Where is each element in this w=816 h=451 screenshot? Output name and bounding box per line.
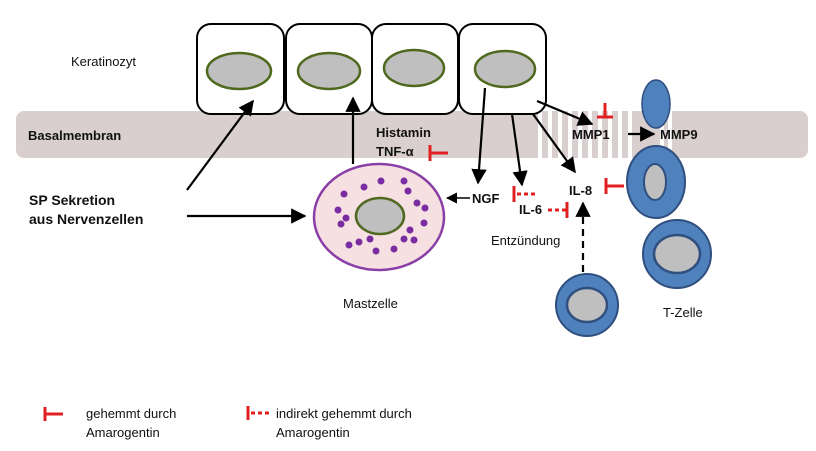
- sp-secretion-label-line1: SP Sekretion: [29, 192, 115, 208]
- legend-indirect-symbol: [246, 406, 269, 420]
- keratinocyte-cell: [285, 23, 373, 115]
- mast-cell-label: Mastzelle: [343, 296, 398, 311]
- inhibition-mmp1: [597, 103, 613, 119]
- legend-inhibition-symbol: [43, 407, 63, 421]
- il6-label: IL-6: [519, 202, 542, 217]
- mast-cell: [312, 162, 446, 272]
- membrane-gap: [538, 111, 672, 158]
- legend: gehemmt durch Amarogentin indirekt gehem…: [43, 406, 412, 440]
- il8-label: IL-8: [569, 183, 592, 198]
- legend-inhibited-line2: Amarogentin: [86, 425, 160, 440]
- arrow-sp-to-keratinocyte: [186, 99, 254, 191]
- mmp9-label: MMP9: [660, 127, 698, 142]
- mast-cell-granules: [334, 177, 429, 255]
- legend-inhibited-line1: gehemmt durch: [86, 406, 176, 421]
- inflammation-label: Entzündung: [491, 233, 560, 248]
- t-cell-label: T-Zelle: [663, 305, 703, 320]
- arrow-keratinocyte-to-mmp1: [536, 99, 594, 126]
- indirect-inhibition-ngf: [512, 186, 535, 202]
- sp-secretion-label-line2: aus Nervenzellen: [29, 211, 143, 227]
- ngf-label: NGF: [472, 191, 500, 206]
- indirect-inhibition-il6: [548, 202, 569, 218]
- legend-indirect-line1: indirekt gehemmt durch: [276, 406, 412, 421]
- inhibition-il8: [604, 178, 624, 194]
- basement-membrane-label: Basalmembran: [28, 128, 121, 143]
- tnf-alpha-label: TNF-α: [376, 144, 414, 159]
- inhibition-tnf: [428, 145, 448, 161]
- mmp1-label: MMP1: [572, 127, 610, 142]
- arrow-keratinocyte-to-il8: [532, 113, 576, 174]
- keratinocyte-cell: [371, 23, 459, 115]
- t-cell-migrating: [626, 79, 686, 219]
- t-cell: [642, 219, 712, 289]
- histamine-label: Histamin: [376, 125, 431, 140]
- arrow-keratinocyte-to-il6: [510, 113, 528, 187]
- arrow-keratinocyte-to-ngf: [471, 87, 487, 185]
- legend-indirect-line2: Amarogentin: [276, 425, 350, 440]
- keratinocyte-cell: [196, 23, 285, 115]
- t-cell: [555, 273, 619, 337]
- keratinocyte-label: Keratinozyt: [71, 54, 136, 69]
- keratinocyte-cell: [458, 23, 547, 115]
